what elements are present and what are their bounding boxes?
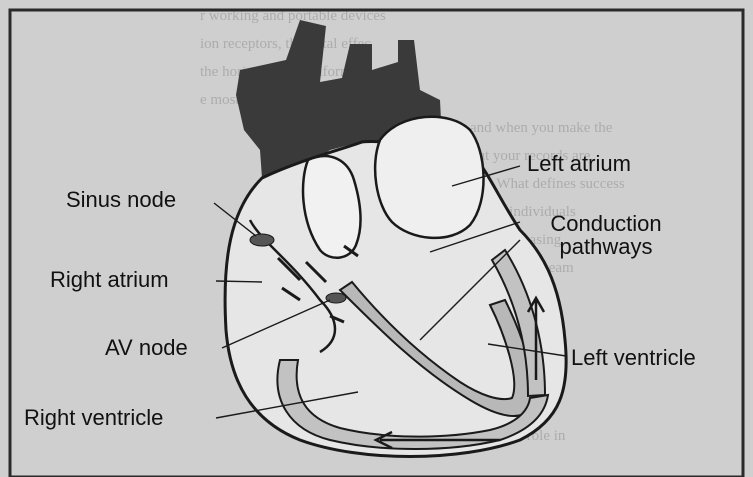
label-av-node: AV node <box>105 336 188 359</box>
label-conduction-pathways: Conduction pathways <box>526 212 686 258</box>
left-atrium-chamber <box>375 117 483 238</box>
sinus-node <box>250 234 274 246</box>
background-text-line: ion receptors, this total effec <box>200 36 371 52</box>
av-node <box>326 293 346 303</box>
label-sinus-node: Sinus node <box>66 188 176 211</box>
label-conduction-line1: Conduction <box>526 212 686 235</box>
label-left-atrium: Left atrium <box>527 152 631 175</box>
label-right-atrium: Right atrium <box>50 268 169 291</box>
label-right-ventricle: Right ventricle <box>24 406 163 429</box>
label-conduction-line2: pathways <box>526 235 686 258</box>
background-text-line: and when you make the <box>470 120 613 136</box>
label-left-ventricle: Left ventricle <box>571 346 696 369</box>
